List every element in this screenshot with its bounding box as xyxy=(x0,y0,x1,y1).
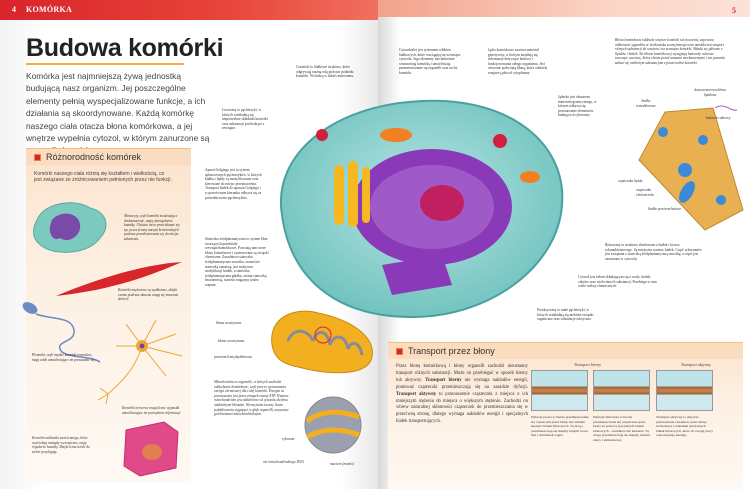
facilitated-diffusion-panel xyxy=(593,370,650,411)
diversity-header: Różnorodność komórek xyxy=(26,148,191,165)
lipid-label: cząsteczka lipidu xyxy=(618,179,643,183)
cholesterol-label: cząsteczka cholesterolu xyxy=(636,188,654,197)
membrane-illustration xyxy=(638,105,744,231)
mitochondrion-caption: Mitochondria to organelle, w których zac… xyxy=(214,380,289,417)
membrane-caption: Błona komórkowa oddziela wnętrze komórki… xyxy=(615,38,726,65)
diversity-box: Różnorodność komórek Komórki naszego cia… xyxy=(22,148,191,483)
active-transport-panel xyxy=(656,370,713,411)
cell-illustration xyxy=(279,99,564,319)
monocyte-illustration xyxy=(33,202,107,253)
sperm-caption: Plemniki, czyli męskie komórki rozrodcze… xyxy=(32,353,96,362)
golgi-caption: Aparat Golgiego jest to system spłaszczo… xyxy=(205,168,262,200)
intro-paragraph: Komórka jest najmniejszą żywą jednostką … xyxy=(26,71,210,155)
diversity-title: Różnorodność komórek xyxy=(46,152,142,162)
page-number-right: 5 xyxy=(732,6,736,15)
left-page: 4 KOMÓRKA Budowa komórki Komórka jest na… xyxy=(0,0,378,489)
bilayer-label: dwuwarstwowa błona lipidowa xyxy=(694,88,726,97)
page-title: Budowa komórki xyxy=(26,34,224,62)
sugar-chain-label: łańcuch cukrowy xyxy=(706,116,731,120)
active-transport-caption: Transport aktywny to aktywne przenoszeni… xyxy=(656,415,713,438)
transport-title: Transport przez błony xyxy=(408,346,495,356)
epithelial-cell-illustration xyxy=(123,421,179,477)
nucleus-caption: Jądro komórkowe zawiera materiał genetyc… xyxy=(488,48,548,75)
muscle-cell-illustration xyxy=(56,262,182,296)
header-bar-right xyxy=(378,0,750,17)
neuron-illustration xyxy=(97,319,183,405)
monocyte-caption: Monocyty, czyli komórki zwalczające drob… xyxy=(124,214,180,241)
page-number-left: 4 xyxy=(12,5,16,14)
sperm-illustration xyxy=(22,302,101,363)
title-underline xyxy=(26,63,184,65)
nucleolus-caption: Jąderko jest obszarem materiału genetycz… xyxy=(558,95,597,118)
transmembrane-protein-label: białko transbłonowe xyxy=(636,99,656,108)
active-transport-title: Transport aktywny xyxy=(681,362,711,367)
cytoskeleton-caption: Cytoszkielet jest systemem włókien białk… xyxy=(399,48,461,75)
mtdna-label: nić mitochondrialnego DNA xyxy=(263,460,304,464)
mitochondrion-detail-illustration xyxy=(304,396,362,454)
simple-diffusion-panel xyxy=(531,370,588,411)
cytosol-caption: Cytozol jest żelem składającym się z wod… xyxy=(578,275,657,289)
er-caption: Siateczka śródplazmatyczna to system bło… xyxy=(205,237,269,287)
inner-membrane-label: błona wewnętrzna xyxy=(218,339,245,343)
mitochondrion-illustration xyxy=(271,310,373,374)
ribosomes-caption: Rybosomy to struktury zbudowane z białek… xyxy=(605,243,702,261)
header-bar-left xyxy=(0,0,378,20)
bullet-square-icon xyxy=(396,347,403,355)
matrix-label: macierz (matrix) xyxy=(330,462,355,466)
facilitated-diffusion-caption: Dyfuzja ułatwiona to bierne przemieszcza… xyxy=(593,415,650,442)
centrosome-caption: Centriole to białkowe struktury, które o… xyxy=(296,65,355,79)
neuron-caption: Komórki nerwowe mają liczne wypustki umo… xyxy=(122,406,182,415)
bullet-square-icon xyxy=(34,153,41,161)
transport-text: Przez błonę komórkową i błony organelli … xyxy=(396,364,528,425)
transport-box: Transport przez błony Przez błonę komórk… xyxy=(388,342,743,489)
epithelium-caption: Komórki nabłonka sześciennego, które wyś… xyxy=(32,436,90,454)
section-label: KOMÓRKA xyxy=(26,5,73,14)
surface-protein-label: białko powierzchniowe xyxy=(648,207,682,211)
muscle-caption: Komórki mięśniowe są wydłużone, dzięki c… xyxy=(118,288,179,302)
ribosome-label: rybosom xyxy=(282,437,295,441)
intermembrane-label: przestrzeń międzybłonowa xyxy=(214,355,253,359)
simple-diffusion-caption: Dyfuzja prosta to bierne przemieszczanie… xyxy=(531,415,589,438)
diversity-text: Komórki naszego ciała różnią się kształt… xyxy=(34,171,172,184)
transport-header: Transport przez błony xyxy=(388,342,743,359)
lysosomes-caption: Lizosomy to pęcherzyki, w których rozkła… xyxy=(222,108,268,131)
passive-transport-title: Transport bierny xyxy=(574,362,602,367)
peroxisomes-caption: Peroksysomy to małe pęcherzyki, w któryc… xyxy=(537,308,594,322)
outer-membrane-label: błona zewnętrzna xyxy=(216,321,242,325)
